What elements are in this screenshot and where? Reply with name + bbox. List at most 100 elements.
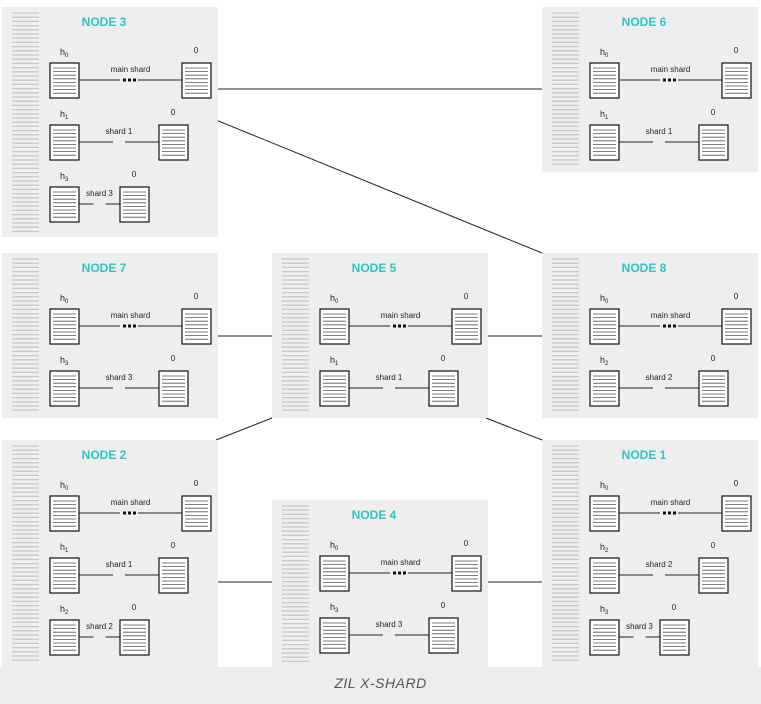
shard-label: shard 1: [106, 560, 133, 569]
ledger-hatch: [552, 445, 579, 661]
block-icon-start: [319, 617, 350, 654]
connection-line: [215, 119, 543, 254]
connection-line: [485, 417, 543, 441]
shard-label: shard 1: [646, 127, 673, 136]
shard-block-count: 0: [441, 601, 446, 610]
ellipsis-dot: [128, 78, 131, 82]
ellipsis-dot: [128, 511, 131, 515]
shard-label: shard 1: [106, 127, 133, 136]
shard-height-label: h2: [60, 604, 69, 616]
shard-block-count: 0: [171, 354, 176, 363]
node-panel-bg: [2, 440, 218, 668]
block-icon-latest: [181, 308, 212, 345]
block-icon-latest: [181, 62, 212, 99]
node-title: NODE 7: [82, 261, 127, 275]
block-icon-start: [49, 308, 80, 345]
ellipsis-dot: [393, 324, 396, 328]
block-icon-start: [319, 308, 350, 345]
ledger-hatch: [12, 12, 39, 233]
shard-height-label: h1: [60, 542, 69, 554]
node-title: NODE 5: [352, 261, 397, 275]
shard-height-label: h0: [330, 540, 339, 552]
ellipsis-dot: [398, 571, 401, 575]
shard-label: shard 3: [626, 622, 653, 631]
block-icon-start: [319, 555, 350, 592]
block-icon-start: [319, 370, 350, 407]
shard-block-count: 0: [132, 170, 137, 179]
block-icon-start: [589, 62, 620, 99]
shard-block-count: 0: [132, 603, 137, 612]
block-icon-latest: [721, 62, 752, 99]
ledger-hatch: [12, 258, 39, 411]
node-title: NODE 8: [622, 261, 667, 275]
shard-label: main shard: [111, 498, 151, 507]
ellipsis-dot: [668, 511, 671, 515]
block-icon-latest: [698, 370, 729, 407]
ledger-hatch: [552, 12, 579, 165]
block-icon-latest: [721, 495, 752, 532]
block-icon-start: [49, 557, 80, 594]
ellipsis-dot: [123, 78, 126, 82]
shard-label: shard 2: [86, 622, 113, 631]
shard-block-count: 0: [194, 292, 199, 301]
shard-block-count: 0: [464, 292, 469, 301]
connection-line: [215, 417, 273, 441]
shard-block-count: 0: [441, 354, 446, 363]
shard-block-count: 0: [734, 292, 739, 301]
ellipsis-dot: [673, 511, 676, 515]
shard-height-label: h0: [600, 293, 609, 305]
ellipsis-dot: [123, 324, 126, 328]
block-icon-start: [589, 308, 620, 345]
shard-height-label: h3: [600, 604, 609, 616]
shard-label: main shard: [381, 558, 421, 567]
block-icon-start: [589, 619, 620, 656]
block-icon-latest: [119, 619, 150, 656]
node-panel-bg: [542, 440, 758, 668]
ellipsis-dot: [133, 511, 136, 515]
block-icon-start: [49, 619, 80, 656]
shard-height-label: h2: [600, 355, 609, 367]
ellipsis-dot: [393, 571, 396, 575]
ellipsis-dot: [403, 324, 406, 328]
shard-label: shard 2: [646, 560, 673, 569]
ledger-hatch: [282, 258, 309, 411]
shard-block-count: 0: [464, 539, 469, 548]
block-icon-start: [49, 124, 80, 161]
ellipsis-dot: [673, 78, 676, 82]
shard-label: shard 3: [86, 189, 113, 198]
shard-block-count: 0: [194, 46, 199, 55]
shard-height-label: h3: [60, 355, 69, 367]
ellipsis-dot: [133, 324, 136, 328]
shard-height-label: h0: [60, 293, 69, 305]
shard-height-label: h0: [60, 47, 69, 59]
shard-block-count: 0: [171, 541, 176, 550]
block-icon-latest: [119, 186, 150, 223]
ledger-hatch: [282, 505, 309, 663]
block-icon-latest: [428, 617, 459, 654]
shard-label: shard 2: [646, 373, 673, 382]
ellipsis-dot: [673, 324, 676, 328]
shard-block-count: 0: [171, 108, 176, 117]
shard-height-label: h3: [60, 171, 69, 183]
shard-label: main shard: [651, 311, 691, 320]
ledger-hatch: [12, 445, 39, 661]
footer-bar: [0, 667, 761, 704]
diagram-title: ZIL X-SHARD: [334, 675, 427, 691]
block-icon-latest: [158, 370, 189, 407]
ellipsis-dot: [128, 324, 131, 328]
block-icon-start: [589, 124, 620, 161]
block-icon-start: [589, 557, 620, 594]
block-icon-latest: [158, 124, 189, 161]
shard-block-count: 0: [194, 479, 199, 488]
block-icon-start: [49, 495, 80, 532]
shard-height-label: h0: [330, 293, 339, 305]
shard-height-label: h0: [600, 480, 609, 492]
block-icon-start: [49, 62, 80, 99]
ellipsis-dot: [123, 511, 126, 515]
